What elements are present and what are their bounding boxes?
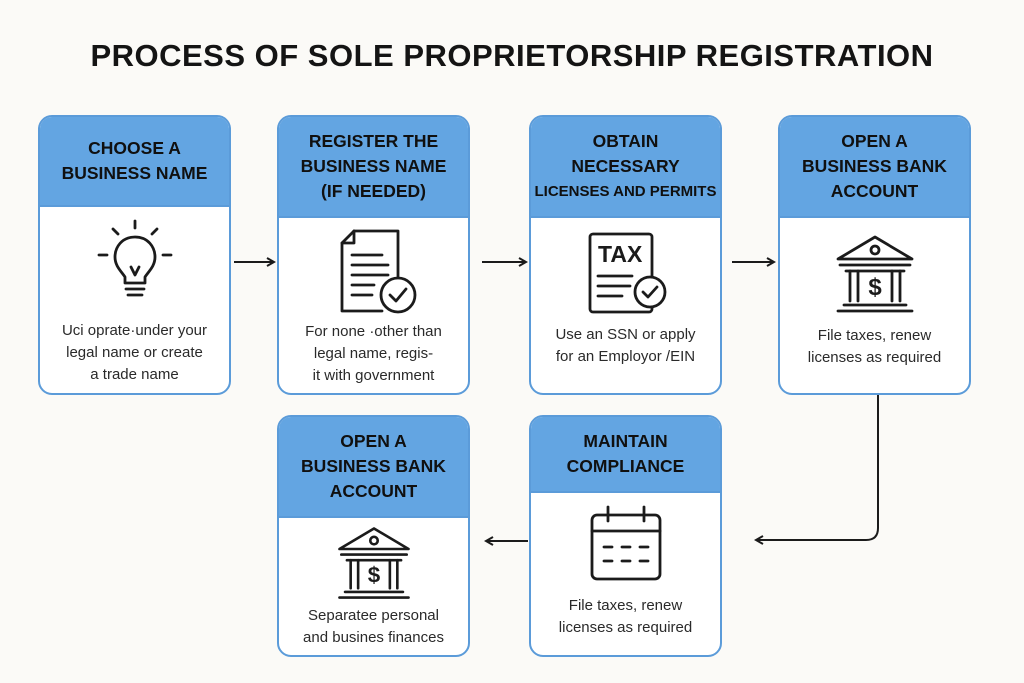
step-maintain-compliance: MAINTAIN COMPLIANCE File taxes, renew li… <box>529 415 722 657</box>
dollar-sign: $ <box>868 274 882 301</box>
step-description: Uci oprate·under your legal name or crea… <box>61 322 208 383</box>
step-description: For none ·other than legal name, regis- … <box>305 323 442 384</box>
tax-form-icon: TAX <box>588 232 666 314</box>
step-obtain-licenses: OBTAIN NECESSARY LICENSES AND PERMITS TA… <box>529 115 722 395</box>
step-heading: CHOOSE A BUSINESS NAME <box>40 117 229 207</box>
step-open-bank-account: OPEN A BUSINESS BANK ACCOUNT $ File taxe… <box>778 115 971 395</box>
step-description: Separatee personal and busines finances <box>303 607 444 646</box>
document-check-icon <box>340 229 416 314</box>
step-heading: MAINTAIN COMPLIANCE <box>531 417 720 493</box>
bank-icon: $ <box>836 235 913 313</box>
step-heading: OPEN A BUSINESS BANK ACCOUNT <box>279 417 468 518</box>
arrow-step4-to-step5 <box>756 394 879 540</box>
step-register-business-name: REGISTER THE BUSINESS NAME (IF NEEDED) F… <box>277 115 470 395</box>
step-open-bank-account-separate: OPEN A BUSINESS BANK ACCOUNT $ Separatee… <box>277 415 470 657</box>
dollar-sign: $ <box>367 563 380 588</box>
calendar-icon <box>590 505 661 581</box>
step-choose-business-name: CHOOSE A BUSINESS NAME Uci oprate·under … <box>38 115 231 395</box>
step-heading: REGISTER THE BUSINESS NAME (IF NEEDED) <box>279 117 468 218</box>
lightbulb-icon <box>97 219 172 297</box>
page-title: PROCESS OF SOLE PROPRIETORSHIP REGISTRAT… <box>90 38 934 73</box>
tax-label: TAX <box>598 241 643 267</box>
step-description: File taxes, renew licenses as required <box>558 597 693 636</box>
bank-icon: $ <box>337 527 410 599</box>
step-heading: OPEN A BUSINESS BANK ACCOUNT <box>780 117 969 218</box>
step-description: File taxes, renew licenses as required <box>807 327 942 366</box>
step-description: Use an SSN or apply for an Employor /EIN <box>555 326 696 365</box>
step-heading: OBTAIN NECESSARY LICENSES AND PERMITS <box>531 117 720 218</box>
